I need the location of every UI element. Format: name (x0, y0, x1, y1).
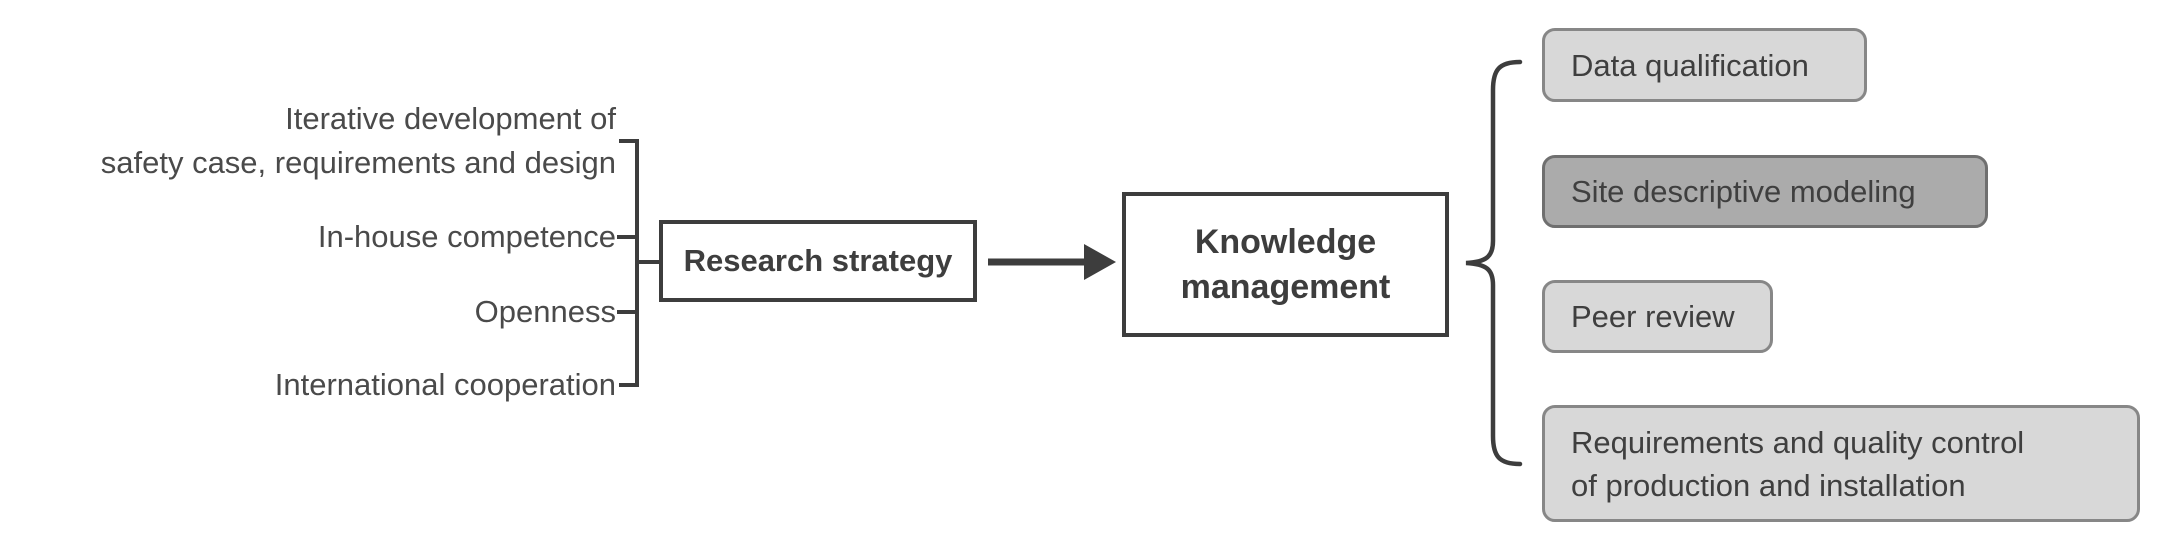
output-box-peer-review: Peer review (1542, 280, 1773, 353)
output-brace (1465, 59, 1523, 467)
input-label-international-cooperation: International cooperation (274, 367, 616, 402)
research-strategy-label: Research strategy (683, 243, 953, 278)
output-box-requirements-quality-control: Requirements and quality control of prod… (1542, 405, 2140, 522)
input-label-in-house-competence: In-house competence (317, 219, 616, 254)
input-label-openness: Openness (474, 294, 616, 329)
arrow-head-icon (1084, 244, 1116, 280)
knowledge-management-box: Knowledge management (1122, 192, 1449, 337)
output-box-site-descriptive-modeling: Site descriptive modeling (1542, 155, 1988, 228)
research-strategy-box: Research strategy (659, 220, 977, 302)
input-label-iterative-development: Iterative development of safety case, re… (100, 101, 616, 180)
input-bracket (619, 139, 639, 387)
knowledge-management-label: Knowledge management (1180, 222, 1391, 306)
output-box-data-qualification: Data qualification (1542, 28, 1867, 102)
